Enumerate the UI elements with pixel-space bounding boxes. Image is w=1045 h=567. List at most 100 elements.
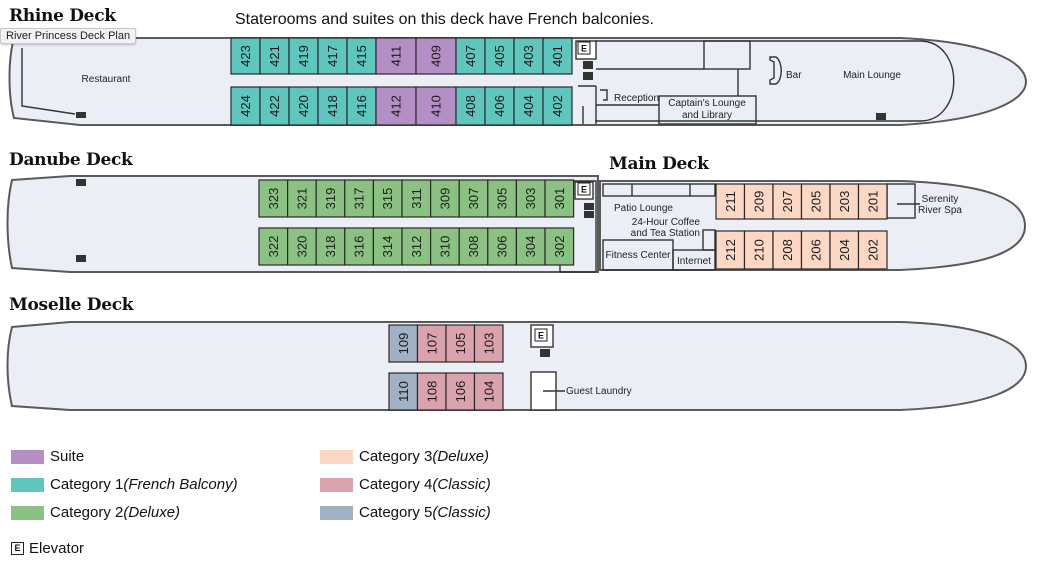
suite-swatch [11,449,44,464]
cabin-302[interactable] [544,227,575,266]
elevator-icons: E E E [534,41,591,342]
cabin-420[interactable] [288,86,319,126]
cabin-202[interactable] [857,230,888,270]
cabin-408[interactable] [455,86,486,126]
cabin-209[interactable] [743,183,774,220]
legend-elevator: E Elevator [11,540,84,557]
cabin-number: 203 [837,191,852,213]
cabin-406[interactable] [484,86,515,126]
legend-sub: (Classic) [432,504,491,521]
legend-label: Suite [50,448,85,465]
cabin-number: 311 [409,188,424,209]
cabin-307[interactable] [458,179,489,218]
cabin-212[interactable] [715,230,746,270]
cabin-405[interactable] [484,37,515,75]
cabin-number: 202 [865,239,880,261]
cabin-number: 302 [552,236,567,258]
cabin-number: 417 [325,45,340,67]
cabin-number: 422 [267,95,282,117]
cabin-415[interactable] [346,37,377,75]
cabin-401[interactable] [542,37,573,75]
elevator-icon [577,182,591,196]
elevator-icon: E [11,542,24,555]
cabin-106[interactable] [445,372,476,411]
cabin-number: 416 [354,95,369,117]
cabin-315[interactable] [372,179,403,218]
cabin-number: 305 [495,188,510,210]
cabin-317[interactable] [344,179,374,218]
coffee-label: 24-Hour Coffee [632,217,701,228]
cabin-411[interactable] [375,37,417,75]
cabin-419[interactable] [288,37,319,75]
cabin-number: 204 [837,239,852,261]
cabin-319[interactable] [315,179,346,218]
cabin-205[interactable] [800,183,831,220]
cabin-105[interactable] [445,324,476,363]
cabin-417[interactable] [317,37,348,75]
cat1-swatch [11,477,44,492]
main-hull [599,180,1027,271]
moselle-deck-title: Moselle Deck [9,295,134,315]
cabin-110[interactable] [388,372,419,411]
cabin-423[interactable] [230,37,261,75]
cabin-416[interactable] [346,86,377,126]
cabin-311[interactable] [401,179,432,218]
cabin-201[interactable] [857,183,888,220]
cabin-number: 317 [352,188,367,210]
internet-label: Internet [677,256,711,267]
cabin-306[interactable] [487,227,517,266]
cabin-211[interactable] [715,183,746,220]
cabin-103[interactable] [473,324,504,363]
cabin-number: 104 [481,381,496,403]
cabin-409[interactable] [415,37,457,75]
cabin-310[interactable] [430,227,460,266]
cabin-number: 103 [481,333,496,355]
cabin-309[interactable] [430,179,460,218]
cabin-412[interactable] [375,86,417,126]
library-label: and Library [682,110,732,121]
legend-cat1: Category 1 (French Balcony) [11,476,238,493]
cabin-320[interactable] [287,227,317,266]
cat5-swatch [320,505,353,520]
cabin-410[interactable] [415,86,457,126]
cabin-403[interactable] [513,37,544,75]
cabin-107[interactable] [416,324,447,363]
legend-sub: (Deluxe) [123,504,181,521]
cabin-322[interactable] [258,227,289,266]
cabin-104[interactable] [473,372,504,411]
cabin-421[interactable] [259,37,290,75]
cabin-316[interactable] [344,227,374,266]
cabin-number: 323 [266,188,281,210]
cabin-422[interactable] [259,86,290,126]
cabin-301[interactable] [544,179,575,218]
captains-lounge-label: Captain's Lounge [668,98,746,109]
legend-label: Category 2 [50,504,124,521]
cabin-203[interactable] [829,183,860,220]
restaurant-wall [21,48,76,115]
cabin-318[interactable] [315,227,346,266]
cabin-number: 110 [396,381,411,402]
legend-cat4: Category 4 (Classic) [320,476,491,493]
cabin-number: 321 [294,188,309,210]
cabin-number: 316 [352,236,367,258]
svg-text:E: E [581,44,587,54]
cabin-number: 421 [267,45,282,67]
cabin-321[interactable] [287,179,317,218]
cabin-number: 319 [323,188,338,210]
cabin-number: 211 [723,191,738,212]
danube-deck-title: Danube Deck [9,150,133,170]
bar-label: Bar [786,70,802,81]
cabin-305[interactable] [487,179,517,218]
cabin-424[interactable] [230,86,261,126]
tooltip: River Princess Deck Plan [0,28,137,44]
cabin-number: 107 [424,333,439,355]
cabin-number: 207 [780,191,795,213]
cabin-number: 105 [453,333,468,355]
legend-label: Category 5 [359,504,433,521]
cabin-402[interactable] [542,86,573,126]
cabin-308[interactable] [458,227,489,266]
balcony-note: Staterooms and suites on this deck have … [235,11,654,28]
cabin-number: 409 [429,45,444,67]
cabin-number: 408 [463,95,478,117]
cabin-108[interactable] [416,372,447,411]
